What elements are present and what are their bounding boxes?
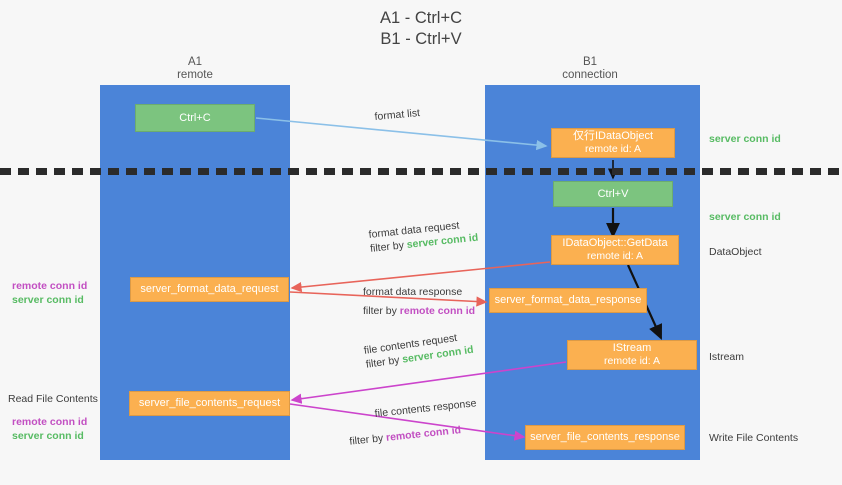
node-server-format-data-response[interactable]: server_format_data_response bbox=[489, 288, 647, 313]
node-server-format-data-response-label: server_format_data_response bbox=[494, 294, 642, 306]
node-idataobject-create-subtext: remote id: A bbox=[584, 143, 642, 155]
node-istream-label: IStream bbox=[612, 342, 652, 354]
node-server-file-contents-request-label: server_file_contents_request bbox=[138, 397, 281, 409]
left-label-remote-conn-id-1: remote conn id bbox=[12, 280, 88, 292]
left-label-remote-conn-id-2: remote conn id bbox=[12, 416, 88, 428]
node-server-format-data-request[interactable]: server_format_data_request bbox=[130, 277, 289, 302]
edge-label-format-data-response-line1: format data response bbox=[363, 286, 463, 298]
token-remote-conn-id-2: remote conn id bbox=[385, 424, 462, 444]
left-label-server-conn-id-1: server conn id bbox=[12, 294, 84, 306]
right-label-write-file-contents: Write File Contents bbox=[709, 432, 799, 444]
node-ctrl-c[interactable]: Ctrl+C bbox=[135, 104, 255, 132]
node-server-file-contents-response[interactable]: server_file_contents_response bbox=[525, 425, 685, 450]
edge-label-format-data-response: format data response filter by remote co… bbox=[363, 285, 475, 318]
node-getdata-label: IDataObject::GetData bbox=[562, 237, 668, 249]
column-header-b1: B1 connection bbox=[530, 56, 650, 82]
node-ctrl-v-label: Ctrl+V bbox=[597, 187, 629, 200]
column-header-b1-role: connection bbox=[562, 69, 618, 81]
edge-label-file-contents-response-line2: filter by remote conn id bbox=[348, 424, 462, 448]
left-label-server-conn-id-2: server conn id bbox=[12, 430, 84, 442]
edge-label-format-data-request: format data request filter by server con… bbox=[368, 217, 479, 256]
node-server-format-data-request-label: server_format_data_request bbox=[140, 283, 279, 295]
node-istream-subtext: remote id: A bbox=[603, 355, 661, 367]
node-server-file-contents-request[interactable]: server_file_contents_request bbox=[129, 391, 290, 416]
column-header-a1-role: remote bbox=[177, 69, 213, 81]
right-label-dataobject: DataObject bbox=[709, 246, 762, 258]
right-label-istream: Istream bbox=[709, 351, 745, 363]
edge-label-file-contents-response: file contents response filter by remote … bbox=[349, 396, 480, 447]
column-header-a1-name: A1 bbox=[187, 56, 203, 68]
column-header-a1: A1 remote bbox=[135, 56, 255, 82]
right-label-server-conn-id-top: server conn id bbox=[709, 133, 781, 145]
node-idataobject-create[interactable]: 仅行IDataObject remote id: A bbox=[551, 128, 675, 158]
node-idataobject-create-label: 仅行IDataObject bbox=[572, 130, 654, 142]
token-remote-conn-id: remote conn id bbox=[399, 305, 476, 317]
left-label-read-file-contents: Read File Contents bbox=[8, 393, 98, 405]
edge-label-file-contents-response-line1: file contents response bbox=[374, 397, 477, 420]
node-istream[interactable]: IStream remote id: A bbox=[567, 340, 697, 370]
edge-label-file-contents-request: file contents request filter by server c… bbox=[363, 329, 474, 372]
column-header-b1-name: B1 bbox=[582, 56, 598, 68]
node-getdata-subtext: remote id: A bbox=[586, 250, 644, 262]
phase-separator bbox=[0, 168, 842, 175]
edge-label-format-list: format list bbox=[374, 107, 421, 123]
node-getdata[interactable]: IDataObject::GetData remote id: A bbox=[551, 235, 679, 265]
edge-label-format-data-response-line2: filter by remote conn id bbox=[363, 305, 476, 317]
node-server-file-contents-response-label: server_file_contents_response bbox=[530, 431, 680, 443]
right-label-server-conn-id-mid: server conn id bbox=[709, 211, 781, 223]
node-ctrl-v[interactable]: Ctrl+V bbox=[553, 181, 673, 207]
node-ctrl-c-label: Ctrl+C bbox=[179, 111, 211, 124]
page-title: A1 - Ctrl+C B1 - Ctrl+V bbox=[379, 9, 463, 48]
